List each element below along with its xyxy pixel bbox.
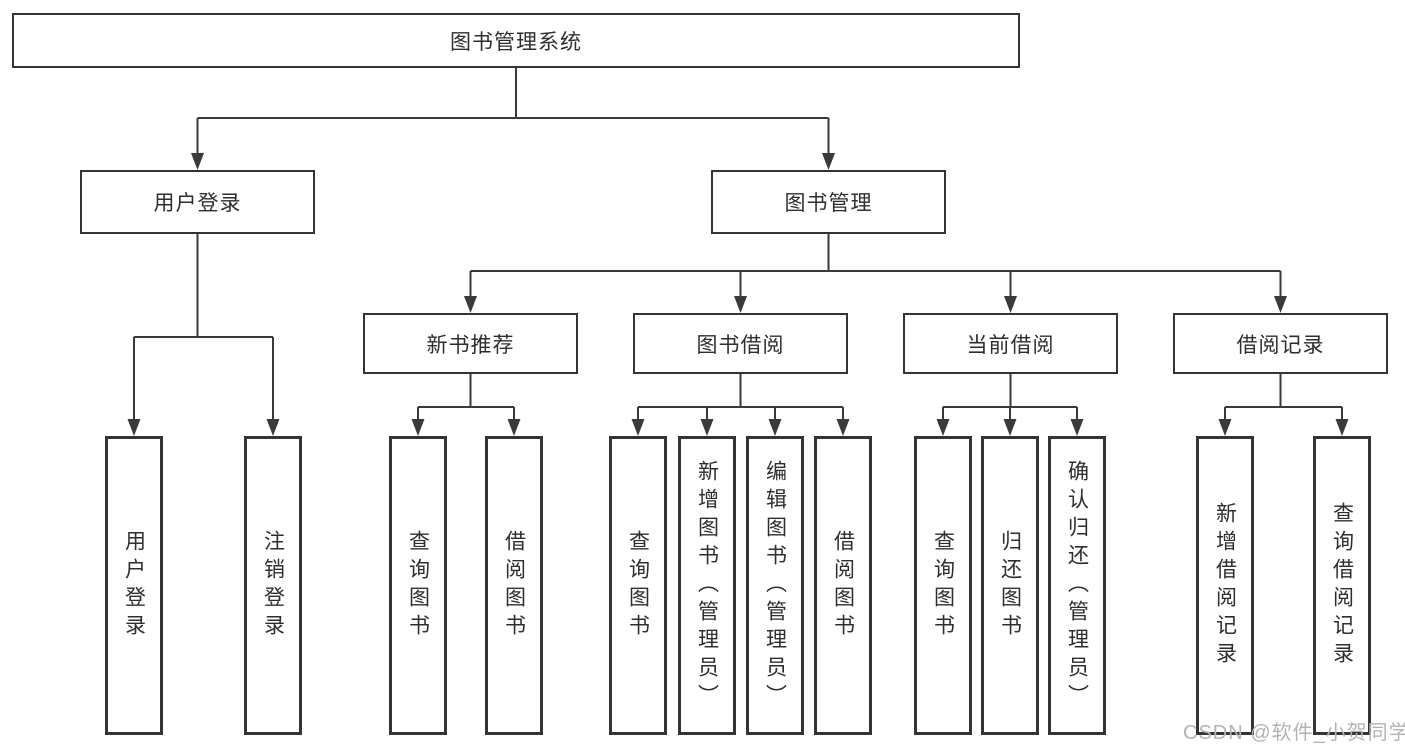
node-leaf-add-borrow-record: 新增借阅记录 (1196, 436, 1254, 735)
node-book-management-branch: 图书管理 (711, 170, 946, 234)
node-label: 图书管理系统 (450, 30, 582, 54)
node-leaf-borrow-book: 借阅图书 (814, 436, 872, 735)
node-library-system: 图书管理系统 (12, 13, 1020, 68)
node-label: 编辑图书（管理员） (763, 459, 787, 712)
arrowhead-icons (127, 153, 1349, 436)
node-leaf-current-query-book: 查询图书 (914, 436, 972, 735)
node-label: 新增图书（管理员） (695, 459, 719, 712)
node-label: 查询图书 (931, 529, 955, 642)
node-leaf-add-book-admin: 新增图书（管理员） (678, 436, 736, 735)
node-user-login-branch: 用户登录 (80, 170, 315, 234)
node-label: 查询图书 (406, 529, 430, 642)
node-new-book-recommend: 新书推荐 (363, 313, 578, 374)
node-leaf-recommend-query-book: 查询图书 (389, 436, 447, 735)
node-leaf-logout: 注销登录 (244, 436, 302, 735)
node-book-borrow: 图书借阅 (633, 313, 848, 374)
node-leaf-query-borrow-record: 查询借阅记录 (1313, 436, 1371, 735)
node-label: 查询图书 (626, 529, 650, 642)
node-label: 查询借阅记录 (1330, 501, 1354, 670)
node-leaf-return-book: 归还图书 (981, 436, 1039, 735)
node-label: 用户登录 (122, 529, 146, 642)
node-label: 图书管理 (784, 192, 873, 215)
node-label: 确认归还（管理员） (1065, 459, 1089, 712)
node-label: 借阅记录 (1236, 333, 1325, 357)
node-label: 借阅图书 (502, 529, 526, 642)
node-label: 注销登录 (261, 529, 285, 642)
node-label: 图书借阅 (696, 333, 785, 357)
node-label: 新书推荐 (426, 333, 515, 357)
tree-edges (133, 68, 1343, 421)
node-label: 当前借阅 (966, 333, 1055, 357)
node-leaf-user-login: 用户登录 (105, 436, 163, 735)
node-label: 新增借阅记录 (1213, 501, 1237, 670)
node-leaf-borrow-query-book: 查询图书 (609, 436, 667, 735)
node-borrow-records: 借阅记录 (1173, 313, 1388, 374)
node-label: 归还图书 (998, 529, 1022, 642)
node-leaf-edit-book-admin: 编辑图书（管理员） (746, 436, 804, 735)
node-label: 用户登录 (153, 192, 242, 215)
node-leaf-recommend-borrow-book: 借阅图书 (485, 436, 543, 735)
node-label: 借阅图书 (831, 529, 855, 642)
csdn-watermark: CSDN @软件_小贺同学 (1183, 722, 1405, 744)
node-current-borrow: 当前借阅 (903, 313, 1118, 374)
node-leaf-confirm-return-admin: 确认归还（管理员） (1048, 436, 1106, 735)
